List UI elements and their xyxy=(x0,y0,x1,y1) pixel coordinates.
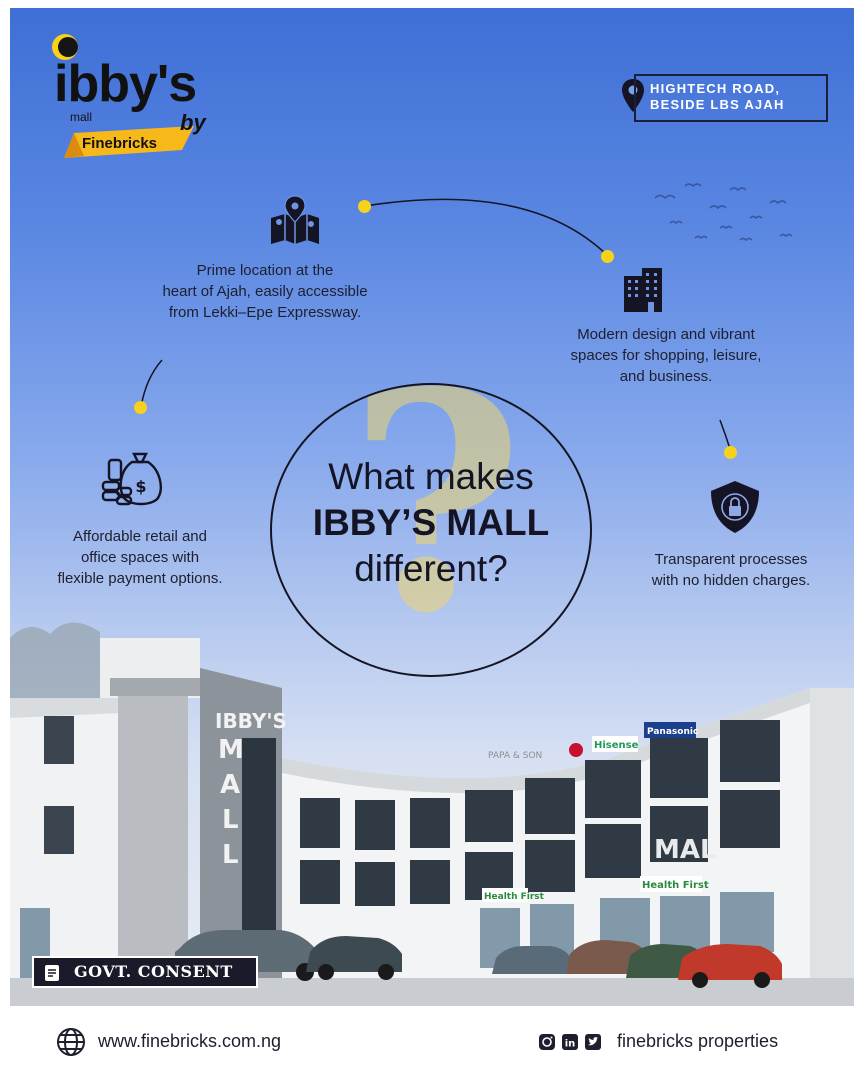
feature-line: Affordable retail and xyxy=(73,528,207,545)
logo-company: Finebricks xyxy=(82,135,158,152)
feature-line: Transparent processes xyxy=(654,551,808,568)
store-sign-hisense: Hisense xyxy=(594,740,639,751)
mall-building-illustration: IBBY'S M A L L Hisense Panasonic PAPA & … xyxy=(10,622,854,1006)
govt-consent-badge: GOVT. CONSENT xyxy=(32,956,258,988)
headline-line-2: IBBY’S MALL xyxy=(312,502,550,543)
poster-background: ibby's mall Finebricks by HIGHTECH ROAD,… xyxy=(10,8,854,1006)
brand-logo: ibby's mall Finebricks by xyxy=(40,32,240,172)
logo-ribbon xyxy=(64,126,194,158)
feature-transparent: Transparent processes with no hidden cha… xyxy=(606,549,854,591)
feature-line: Modern design and vibrant xyxy=(577,326,755,343)
svg-text:A: A xyxy=(220,770,240,800)
feature-line: heart of Ajah, easily accessible xyxy=(162,283,368,300)
instagram-icon[interactable] xyxy=(538,1033,556,1051)
headline: What makes IBBY’S MALL different? xyxy=(272,454,590,592)
feature-line: spaces for shopping, leisure, xyxy=(570,347,762,364)
feature-line: and business. xyxy=(619,368,713,385)
mall-sign-top: IBBY'S xyxy=(215,709,287,733)
feature-affordable: Affordable retail and office spaces with… xyxy=(20,526,260,589)
social-handle-link[interactable]: finebricks properties xyxy=(617,1031,779,1051)
store-sign-health-first: Health First xyxy=(642,880,709,891)
map-location-icon xyxy=(271,195,319,244)
store-sign-panasonic: Panasonic xyxy=(647,727,698,737)
twitter-icon[interactable] xyxy=(584,1033,602,1051)
logo-subtitle: mall xyxy=(70,110,93,124)
feature-line: flexible payment options. xyxy=(57,570,223,587)
location-text: HIGHTECH ROAD, BESIDE LBS AJAH xyxy=(650,81,820,113)
svg-text:L: L xyxy=(222,840,239,870)
social-icons: in xyxy=(538,1033,608,1053)
birds-decoration xyxy=(654,183,793,242)
shield-lock-icon xyxy=(711,481,759,533)
feature-line: from Lekki–Epe Expressway. xyxy=(168,304,362,321)
document-icon xyxy=(45,965,59,981)
headline-circle xyxy=(270,383,592,677)
headline-line-1: What makes xyxy=(328,456,534,497)
store-sign-mal: MAL xyxy=(654,835,717,865)
globe-icon xyxy=(57,1028,85,1056)
connector-dot xyxy=(134,401,147,414)
svg-text:in: in xyxy=(565,1039,576,1050)
headline-line-3: different? xyxy=(354,548,508,589)
location-box xyxy=(634,74,828,122)
svg-text:L: L xyxy=(222,805,239,835)
location-line-1: HIGHTECH ROAD, xyxy=(650,81,781,96)
connector-dot xyxy=(358,200,371,213)
logo-wordmark: ibby's xyxy=(54,55,197,113)
store-sign-papa: PAPA & SON xyxy=(488,751,542,761)
govt-consent-label: GOVT. CONSENT xyxy=(74,962,233,981)
linkedin-icon[interactable]: in xyxy=(561,1033,579,1051)
website-link[interactable]: www.finebricks.com.ng xyxy=(98,1031,282,1051)
feature-line: with no hidden charges. xyxy=(651,572,811,589)
connector-dot xyxy=(601,250,614,263)
location-line-2: BESIDE LBS AJAH xyxy=(650,97,785,112)
store-sign-health-first: Health First xyxy=(484,892,545,902)
feature-modern-design: Modern design and vibrant spaces for sho… xyxy=(526,324,806,387)
logo-by: by xyxy=(180,110,206,135)
feature-line: Prime location at the xyxy=(196,262,334,279)
feature-line: office spaces with xyxy=(80,549,200,566)
building-icon xyxy=(624,268,662,312)
svg-text:M: M xyxy=(218,735,244,765)
connector-dot xyxy=(724,446,737,459)
money-bag-icon: $ xyxy=(101,452,162,506)
svg-text:$: $ xyxy=(135,477,146,496)
feature-prime-location: Prime location at the heart of Ajah, eas… xyxy=(120,260,410,323)
